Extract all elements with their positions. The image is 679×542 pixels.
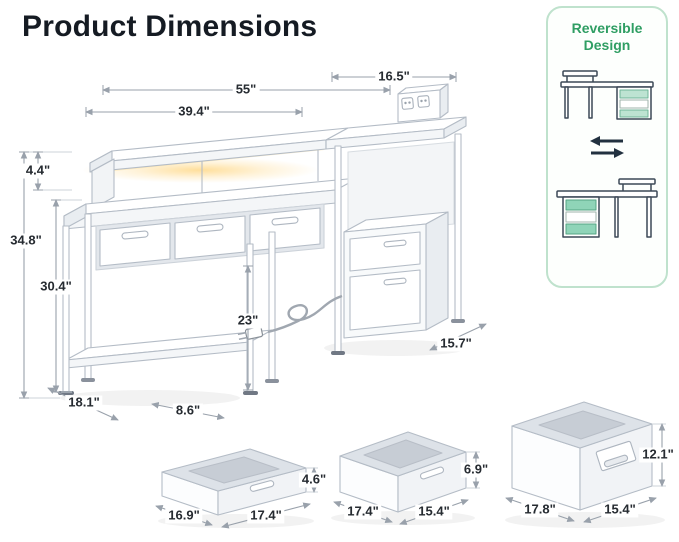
dim-drawer2-height: 6.9" [460,462,492,478]
plug-icon [237,326,264,341]
reversible-design-card: Reversible Design [546,6,668,288]
dim-cabinet-depth: 15.7" [437,336,475,352]
desk-drawer-unit [95,203,325,271]
dim-drawer1-height: 4.6" [298,472,330,488]
dim-desk-depth: 18.1" [65,395,103,411]
drawer-box-2 [339,431,467,513]
dim-drawer2-depth: 17.4" [344,504,382,520]
desktop [63,177,359,230]
page-title: Product Dimensions [22,10,318,43]
dim-shelf-depth: 8.6" [172,403,204,419]
power-strip [397,83,449,123]
dim-right-hutch-width: 16.5" [375,69,413,85]
desk-left-drawers-icon [556,177,658,238]
dim-leg-clearance: 23" [234,313,262,329]
desk-illustration [58,83,467,395]
dim-total-width: 55" [232,82,260,98]
dim-drawer3-depth: 17.8" [521,502,559,518]
dim-drawer3-height: 12.1" [639,447,677,463]
desk-right-drawers-icon [560,69,654,120]
drawer-box-1 [161,448,307,516]
reversible-design-title: Reversible Design [571,20,643,53]
dim-monitor-shelf-height: 4.4" [22,163,54,179]
dim-desktop-height: 30.4" [37,279,75,295]
file-cabinet-tower [331,133,465,355]
dim-drawer2-width: 15.4" [415,504,453,520]
dim-drawer1-width: 17.4" [247,508,285,524]
dim-drawer1-depth: 16.9" [165,508,203,524]
monitor-shelf [89,116,467,210]
swap-arrows-icon [590,135,624,158]
dim-overall-height: 34.8" [7,233,45,249]
dim-monitor-shelf-width: 39.4" [175,104,213,120]
dim-drawer3-width: 15.4" [601,502,639,518]
drawer-box-3 [511,401,653,511]
